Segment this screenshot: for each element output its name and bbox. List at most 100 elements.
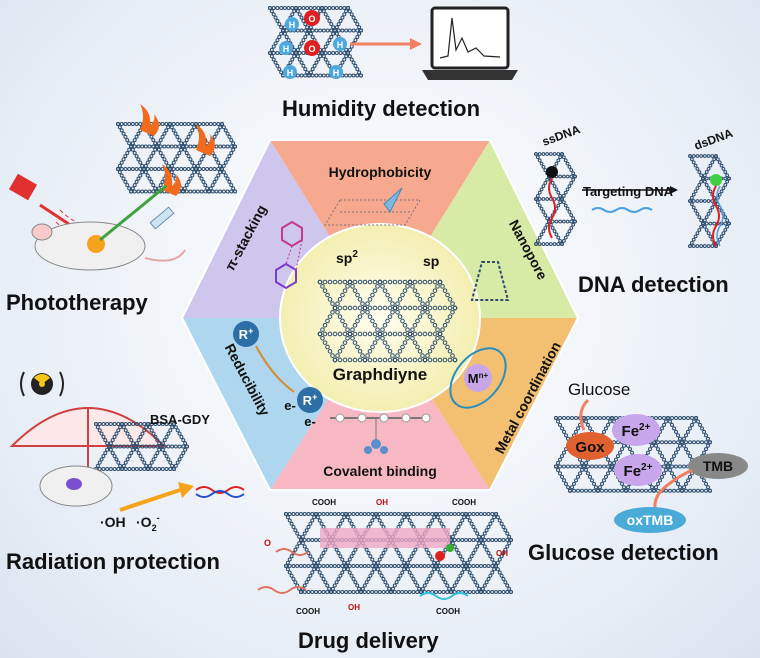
lattice-atom (397, 279, 403, 285)
lattice-atom (558, 422, 562, 427)
lattice-atom (322, 340, 328, 345)
lattice-atom (662, 457, 666, 462)
lattice-atom (398, 521, 403, 526)
lattice-atom (387, 586, 392, 591)
lattice-atom (561, 193, 566, 198)
lattice-atom (558, 238, 563, 243)
lattice-atom (377, 570, 382, 575)
lattice-atom (652, 488, 656, 493)
lattice-atom (535, 193, 540, 198)
lattice-atom (437, 357, 443, 363)
reducibility-icon: R+ R+ e- e- (233, 321, 323, 429)
lattice-atom (708, 440, 712, 445)
lattice-atom (127, 422, 132, 426)
lattice-atom (626, 485, 630, 490)
lattice-atom (352, 340, 358, 345)
lattice-atom (383, 547, 388, 552)
lattice-atom (105, 447, 110, 452)
lattice-atom (303, 34, 308, 39)
lattice-atom (590, 416, 594, 420)
lattice-atom (405, 560, 410, 565)
lattice-atom (299, 563, 303, 568)
lattice-atom (676, 488, 680, 493)
lattice-atom (366, 512, 371, 516)
lattice-atom (630, 450, 634, 455)
lattice-atom (490, 512, 495, 516)
lattice-atom (190, 167, 195, 172)
lattice-atom (691, 205, 696, 210)
lattice-atom (475, 589, 480, 594)
lattice-atom (158, 138, 163, 143)
lattice-atom (216, 167, 221, 172)
lattice-atom (400, 518, 405, 523)
lattice-atom (387, 279, 393, 285)
lattice-atom (304, 580, 309, 585)
lattice-atom (507, 586, 512, 591)
lattice-atom (425, 353, 430, 358)
lattice-atom (439, 573, 444, 578)
lattice-atom (505, 544, 510, 549)
lattice-atom (357, 586, 362, 591)
lattice-atom (501, 589, 506, 594)
lattice-atom (218, 144, 223, 149)
lattice-atom (452, 583, 457, 588)
lattice-atom (159, 444, 163, 449)
lattice-atom (212, 134, 217, 139)
lattice-atom (447, 314, 453, 319)
lattice-atom (275, 63, 280, 68)
lattice-atom (105, 441, 110, 446)
lattice-atom (350, 327, 355, 332)
lattice-atom (561, 238, 566, 243)
lattice-atom (216, 128, 221, 133)
svg-text:Fe2+: Fe2+ (622, 422, 651, 440)
lattice-atom (323, 51, 328, 56)
lattice-atom (188, 157, 193, 162)
lattice-atom (273, 60, 278, 65)
lattice-atom (409, 554, 414, 559)
lattice-atom (367, 305, 373, 311)
lattice-atom (706, 244, 711, 248)
lattice-atom (606, 416, 610, 420)
lattice-atom (580, 488, 584, 493)
lattice-atom (574, 416, 578, 420)
lattice-atom (494, 589, 498, 594)
lattice-atom (127, 122, 132, 126)
lattice-atom (428, 573, 433, 578)
lattice-atom (723, 228, 728, 232)
lattice-atom (184, 144, 189, 149)
lattice-atom (282, 6, 287, 10)
lattice-atom (417, 331, 423, 337)
lattice-atom (454, 580, 459, 585)
lattice-atom (656, 481, 660, 486)
lattice-atom (336, 22, 341, 27)
lattice-atom (648, 488, 652, 493)
lattice-atom (287, 570, 292, 575)
lattice-atom (541, 164, 546, 169)
radiation-illustration: BSA-GDY ·OH ·O2- (9, 371, 245, 533)
nanopore-icon (470, 261, 510, 301)
lattice-atom (392, 563, 397, 568)
lattice-atom (327, 297, 333, 302)
lattice-atom (578, 464, 582, 469)
lattice-atom (297, 534, 302, 539)
svg-text:e-: e- (304, 414, 316, 429)
lattice-atom (351, 550, 356, 555)
lattice-atom (351, 589, 356, 594)
lattice-atom (337, 331, 343, 337)
lattice-atom (691, 160, 696, 165)
lattice-atom (695, 199, 700, 203)
lattice-atom (662, 416, 666, 420)
lattice-atom (320, 284, 325, 289)
lattice-atom (121, 444, 126, 449)
lattice-atom (119, 173, 124, 178)
lattice-atom (686, 429, 690, 434)
lattice-atom (397, 314, 403, 319)
lattice-atom (308, 6, 313, 10)
lattice-atom (723, 183, 728, 187)
lattice-atom (321, 512, 326, 516)
lattice-atom (682, 485, 686, 490)
lattice-atom (336, 563, 341, 568)
lattice-atom (277, 22, 282, 27)
lattice-atom (706, 231, 711, 236)
lattice-atom (155, 144, 159, 149)
